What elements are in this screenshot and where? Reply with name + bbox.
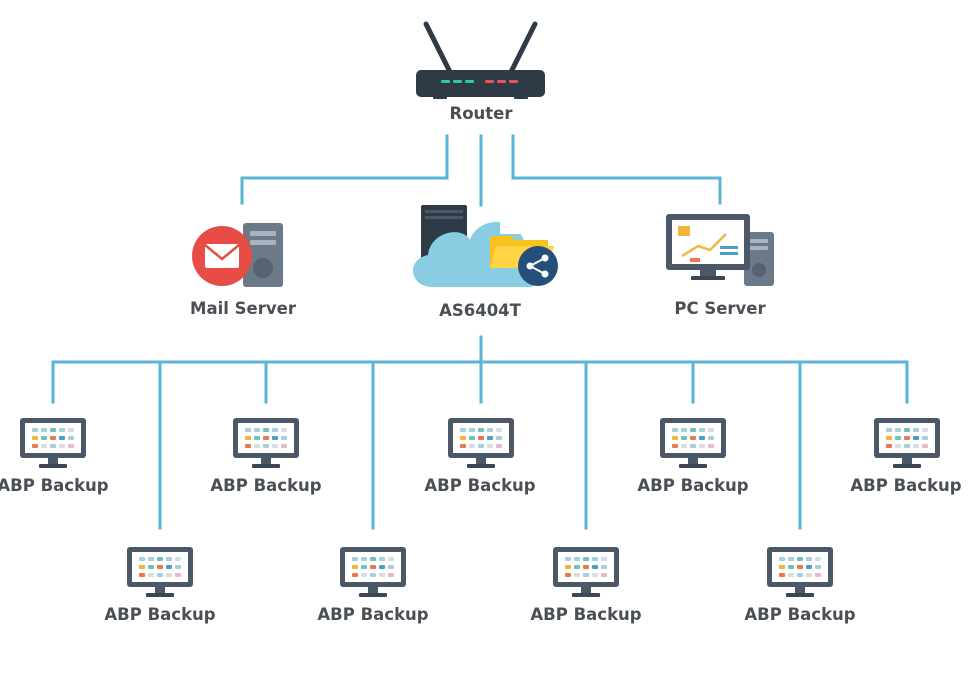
client-label-2: ABP Backup [104, 605, 216, 624]
client-label-8: ABP Backup [744, 605, 856, 624]
nas-label: AS6404T [439, 301, 521, 320]
client-label-6: ABP Backup [530, 605, 642, 624]
monitor-icon [127, 547, 193, 597]
mail-server-icon [192, 223, 283, 287]
monitor-icon [874, 418, 940, 468]
link-router-mail [240, 134, 449, 205]
monitor-icon [340, 547, 406, 597]
monitor-icon [20, 418, 86, 468]
router-label: Router [449, 104, 513, 123]
client-label-4: ABP Backup [317, 605, 429, 624]
client-label-3: ABP Backup [210, 476, 322, 495]
monitor-icon [660, 418, 726, 468]
link-router-pc [511, 134, 722, 205]
monitor-icon [448, 418, 514, 468]
router-icon [416, 21, 545, 99]
monitor-icon [767, 547, 833, 597]
nas-cloud-share-icon [412, 205, 558, 287]
client-monitors [20, 418, 940, 597]
client-label-9: ABP Backup [850, 476, 962, 495]
connection-lines [51, 134, 909, 530]
monitor-icon [233, 418, 299, 468]
client-label-5: ABP Backup [424, 476, 536, 495]
client-label-1: ABP Backup [0, 476, 109, 495]
monitor-icon [553, 547, 619, 597]
pc-server-icon [666, 214, 774, 286]
mail-server-label: Mail Server [190, 299, 296, 318]
pc-server-label: PC Server [674, 299, 766, 318]
client-label-7: ABP Backup [637, 476, 749, 495]
